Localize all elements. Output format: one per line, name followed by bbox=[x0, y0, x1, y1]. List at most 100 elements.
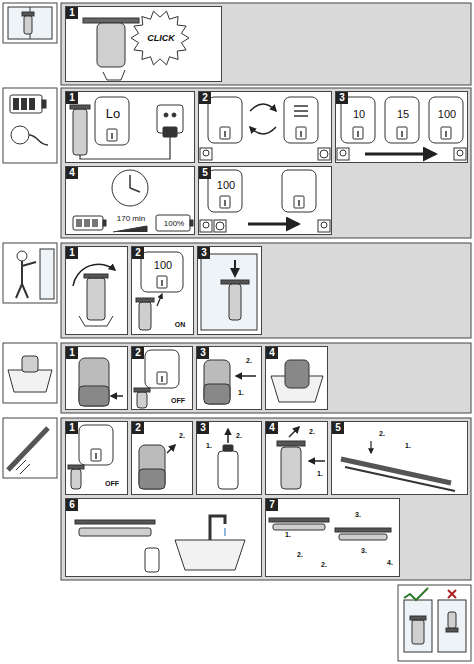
section-icon-frame bbox=[3, 343, 57, 403]
window-vac bbox=[22, 356, 38, 372]
display-text: 100% bbox=[164, 220, 184, 229]
step-panel: 5100 bbox=[198, 166, 332, 235]
blade-holder bbox=[339, 534, 387, 540]
step-panel: 2OFF bbox=[131, 346, 193, 410]
display-text: 1. bbox=[285, 531, 291, 539]
squeegee-blade bbox=[269, 518, 329, 522]
step-cell-ground bbox=[65, 346, 128, 410]
blade-holder bbox=[79, 528, 151, 536]
battery-bars bbox=[294, 110, 308, 112]
step-number: 2 bbox=[199, 92, 211, 104]
push-arrow bbox=[236, 375, 256, 377]
dirt-tank bbox=[285, 360, 309, 388]
step-panel: 71.2.2.3.3.4. bbox=[265, 498, 400, 577]
step-panel: 1 bbox=[65, 246, 128, 335]
battery-bars bbox=[84, 219, 90, 227]
display-text: 1. bbox=[317, 470, 323, 478]
display-panel bbox=[208, 97, 242, 143]
display-text: OFF bbox=[171, 397, 185, 405]
step-number: 3 bbox=[336, 92, 348, 104]
display-panel bbox=[284, 97, 318, 143]
window-vac bbox=[139, 302, 151, 330]
sink bbox=[175, 540, 245, 570]
step-cell-ground bbox=[65, 6, 222, 82]
display-panel bbox=[95, 97, 129, 145]
step-cell-ground bbox=[65, 498, 262, 577]
section-icon-frame bbox=[3, 243, 57, 303]
pull-arrow bbox=[289, 427, 299, 437]
step-number: 1 bbox=[66, 347, 78, 359]
clock-hand bbox=[130, 188, 140, 192]
step-cell-ground bbox=[265, 346, 328, 410]
press-arrow bbox=[309, 460, 325, 462]
progress-arrow bbox=[365, 153, 435, 156]
window-vac bbox=[22, 12, 34, 16]
display-text: 2. bbox=[179, 432, 185, 440]
button-symbol bbox=[157, 276, 167, 288]
squeegee-blade bbox=[84, 274, 108, 278]
window-vac bbox=[204, 360, 230, 404]
step-panel: 31015100 bbox=[335, 91, 468, 163]
step-number: 7 bbox=[266, 499, 278, 511]
push-arrow bbox=[111, 395, 123, 397]
step-panel: 4170 min100% bbox=[65, 166, 195, 235]
button-symbol bbox=[220, 196, 230, 208]
move-arrow bbox=[234, 260, 236, 276]
timer-icon bbox=[216, 222, 224, 230]
step-panel: 31.2. bbox=[196, 421, 262, 495]
button-symbol bbox=[224, 131, 226, 137]
battery-icon bbox=[10, 95, 42, 113]
battery-icon bbox=[42, 100, 46, 108]
display-text: 100 bbox=[438, 108, 456, 120]
step-number: 4 bbox=[66, 167, 78, 179]
display-text: 2. bbox=[297, 551, 303, 559]
dirt-tank bbox=[145, 548, 159, 572]
display-text: OFF bbox=[105, 480, 119, 488]
step-number: 5 bbox=[332, 422, 344, 434]
display-panel bbox=[141, 252, 183, 292]
step-panel: 4 bbox=[265, 346, 328, 410]
step-panel: 42.1. bbox=[265, 421, 328, 495]
dirt-tank bbox=[79, 386, 109, 406]
button-symbol bbox=[111, 133, 113, 139]
step-panel: 1Lo bbox=[65, 91, 195, 163]
display-text: 1. bbox=[238, 389, 244, 397]
cross-mark bbox=[448, 590, 456, 598]
sink-icon bbox=[8, 370, 52, 392]
display-panel bbox=[282, 170, 316, 212]
hand-outline bbox=[79, 316, 113, 326]
window-pane bbox=[201, 254, 257, 330]
step-number: 1 bbox=[66, 247, 78, 259]
step-cell-ground bbox=[197, 246, 262, 335]
step-number: 1 bbox=[66, 422, 78, 434]
button-symbol bbox=[95, 453, 97, 459]
charging-cable bbox=[80, 137, 170, 159]
display-text: 100 bbox=[154, 259, 172, 271]
button-symbol bbox=[220, 127, 230, 139]
click-burst bbox=[131, 11, 189, 65]
display-text: 1. bbox=[405, 442, 411, 450]
squeegee-blade bbox=[75, 520, 155, 524]
step-panel: 2 2. bbox=[131, 421, 193, 495]
step-number: 2 bbox=[132, 422, 144, 434]
display-text: 1. bbox=[206, 442, 212, 450]
battery-bars bbox=[294, 115, 308, 117]
display-text: 3. bbox=[361, 547, 367, 555]
water-jet bbox=[224, 528, 226, 536]
step-number: 6 bbox=[66, 499, 78, 511]
dirt-tank bbox=[218, 451, 238, 489]
light-icon bbox=[200, 220, 212, 232]
step-cell-ground bbox=[265, 421, 328, 495]
timer-icon bbox=[318, 148, 330, 160]
button-symbol bbox=[300, 131, 302, 137]
squeegee-blade bbox=[83, 18, 139, 23]
tank-cap bbox=[223, 445, 233, 451]
display-text: 100 bbox=[217, 179, 235, 191]
brush-icon bbox=[16, 460, 30, 474]
battery-bars bbox=[92, 219, 98, 227]
battery-bars bbox=[294, 105, 308, 107]
button-symbol bbox=[161, 280, 163, 286]
display-text: CLICK bbox=[147, 34, 175, 44]
person-icon bbox=[17, 251, 27, 261]
